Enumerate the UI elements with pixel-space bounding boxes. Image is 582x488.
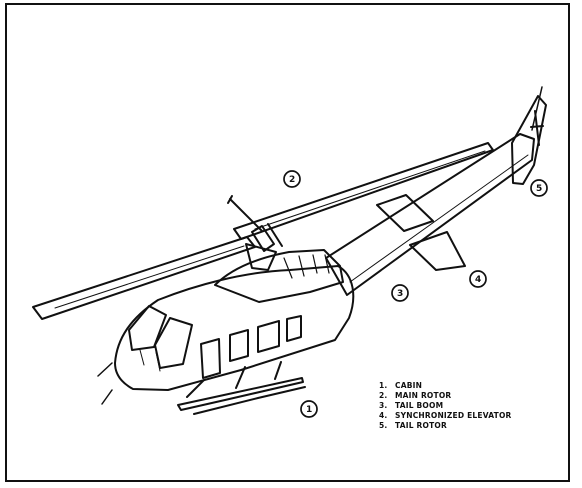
legend-number: 4. [379,411,388,420]
callout-4-number: 4 [475,275,481,285]
legend-item-tail-boom: 3. TAIL BOOM [379,401,512,411]
callout-5-number: 5 [536,184,542,194]
callout-2-number: 2 [289,175,295,185]
engine-cowling [214,249,344,303]
callout-1-number: 1 [306,405,312,415]
landing-skid-rear [193,386,306,415]
legend-label: TAIL BOOM [395,401,444,410]
tail-boom [325,133,535,296]
cockpit-windshield [128,305,167,351]
legend: 1. CABIN 2. MAIN ROTOR 3. TAIL BOOM 4. S… [379,381,512,431]
legend-number: 3. [379,401,388,410]
legend-number: 1. [379,381,388,390]
callout-5: 5 [530,179,548,197]
fuselage [114,265,355,391]
cabin-door [200,338,221,379]
callout-1: 1 [300,400,318,418]
vertical-fin [511,95,547,185]
callout-2: 2 [283,170,301,188]
tail-rotor [530,110,544,146]
legend-item-tail-rotor: 5. TAIL ROTOR [379,421,512,431]
callout-3-number: 3 [397,289,403,299]
landing-skid-front [177,377,304,411]
synchronized-elevator [409,231,466,271]
legend-item-cabin: 1. CABIN [379,381,512,391]
legend-label: MAIN ROTOR [395,391,452,400]
legend-number: 2. [379,391,388,400]
legend-number: 5. [379,421,388,430]
legend-item-main-rotor: 2. MAIN ROTOR [379,391,512,401]
main-rotor-blade-rear [233,142,494,240]
legend-item-synchronized-elevator: 4. SYNCHRONIZED ELEVATOR [379,411,512,421]
legend-label: TAIL ROTOR [395,421,447,430]
callout-4: 4 [469,270,487,288]
diagram-frame [5,3,570,482]
callout-3: 3 [391,284,409,302]
legend-label: CABIN [395,381,423,390]
legend-label: SYNCHRONIZED ELEVATOR [395,411,512,420]
